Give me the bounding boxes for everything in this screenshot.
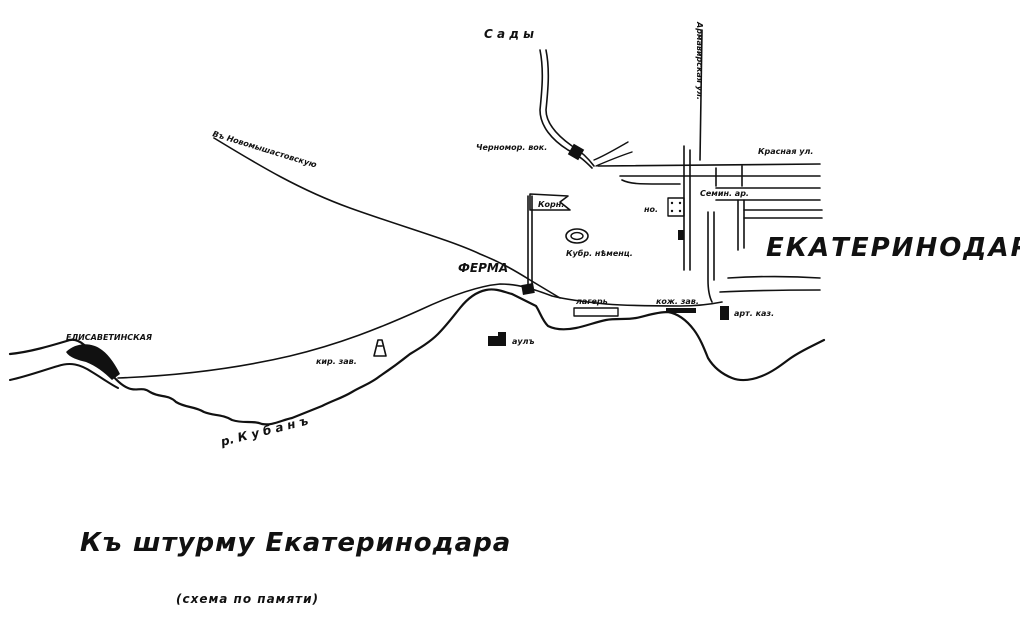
armavir-street <box>699 29 703 161</box>
leather-factory <box>666 308 696 313</box>
label-sady: С а д ы <box>484 27 534 41</box>
label-no: но. <box>644 205 658 214</box>
elisavetinskaya-settlement <box>66 344 120 380</box>
chernomor-station-building <box>567 143 585 161</box>
label-ekaterinodar: ЕКАТЕРИНОДАРЪ <box>766 233 1020 263</box>
railway-sady <box>539 49 593 169</box>
lager-camp <box>573 307 619 317</box>
label-kirp-zav: кир. зав. <box>316 357 357 366</box>
label-kuban-women: Кубр. нѣменц. <box>566 248 633 258</box>
label-art-kaz: арт. каз. <box>734 309 774 318</box>
brick-factory <box>373 339 387 357</box>
map-subtitle: (схема по памяти) <box>176 592 320 606</box>
railway-sady-2 <box>545 49 595 167</box>
label-kozh-zav: кож. зав. <box>656 297 699 306</box>
city-grid <box>597 145 823 303</box>
road-novomyshastovskaya <box>213 137 561 299</box>
label-lager: лагерь <box>576 297 608 306</box>
label-krasnaya-street: Красная ул. <box>758 147 813 156</box>
artillery-barracks <box>720 306 729 320</box>
label-korn: Корн. <box>538 200 564 209</box>
kuban-river <box>8 288 826 426</box>
river-west-bank <box>9 363 119 389</box>
label-seminary: Семин. ар. <box>700 189 749 198</box>
kornilov-hq-flag <box>527 193 571 285</box>
hospital-square <box>667 197 685 217</box>
rail-spur-2 <box>595 151 633 167</box>
aul-building <box>488 332 506 346</box>
label-chernomor-station: Черномор. вок. <box>476 143 547 152</box>
map-title: Къ штурму Екатеринодара <box>80 528 512 558</box>
label-ferma: ФЕРМА <box>458 261 508 275</box>
label-road-novomyshastovskaya: Въ Новомышастовскую <box>211 129 318 169</box>
women-institute-oval <box>565 228 589 244</box>
label-elisavetinskaya: ЕЛИСАВЕТИНСКАЯ <box>66 333 152 342</box>
label-aul: аулъ <box>512 337 534 346</box>
building-small <box>678 230 684 240</box>
road-elisavetinskaya <box>117 283 723 379</box>
ferma-building <box>521 283 535 295</box>
label-armavir-street: Армавирская ул. <box>695 21 704 100</box>
rail-spur <box>593 141 629 161</box>
